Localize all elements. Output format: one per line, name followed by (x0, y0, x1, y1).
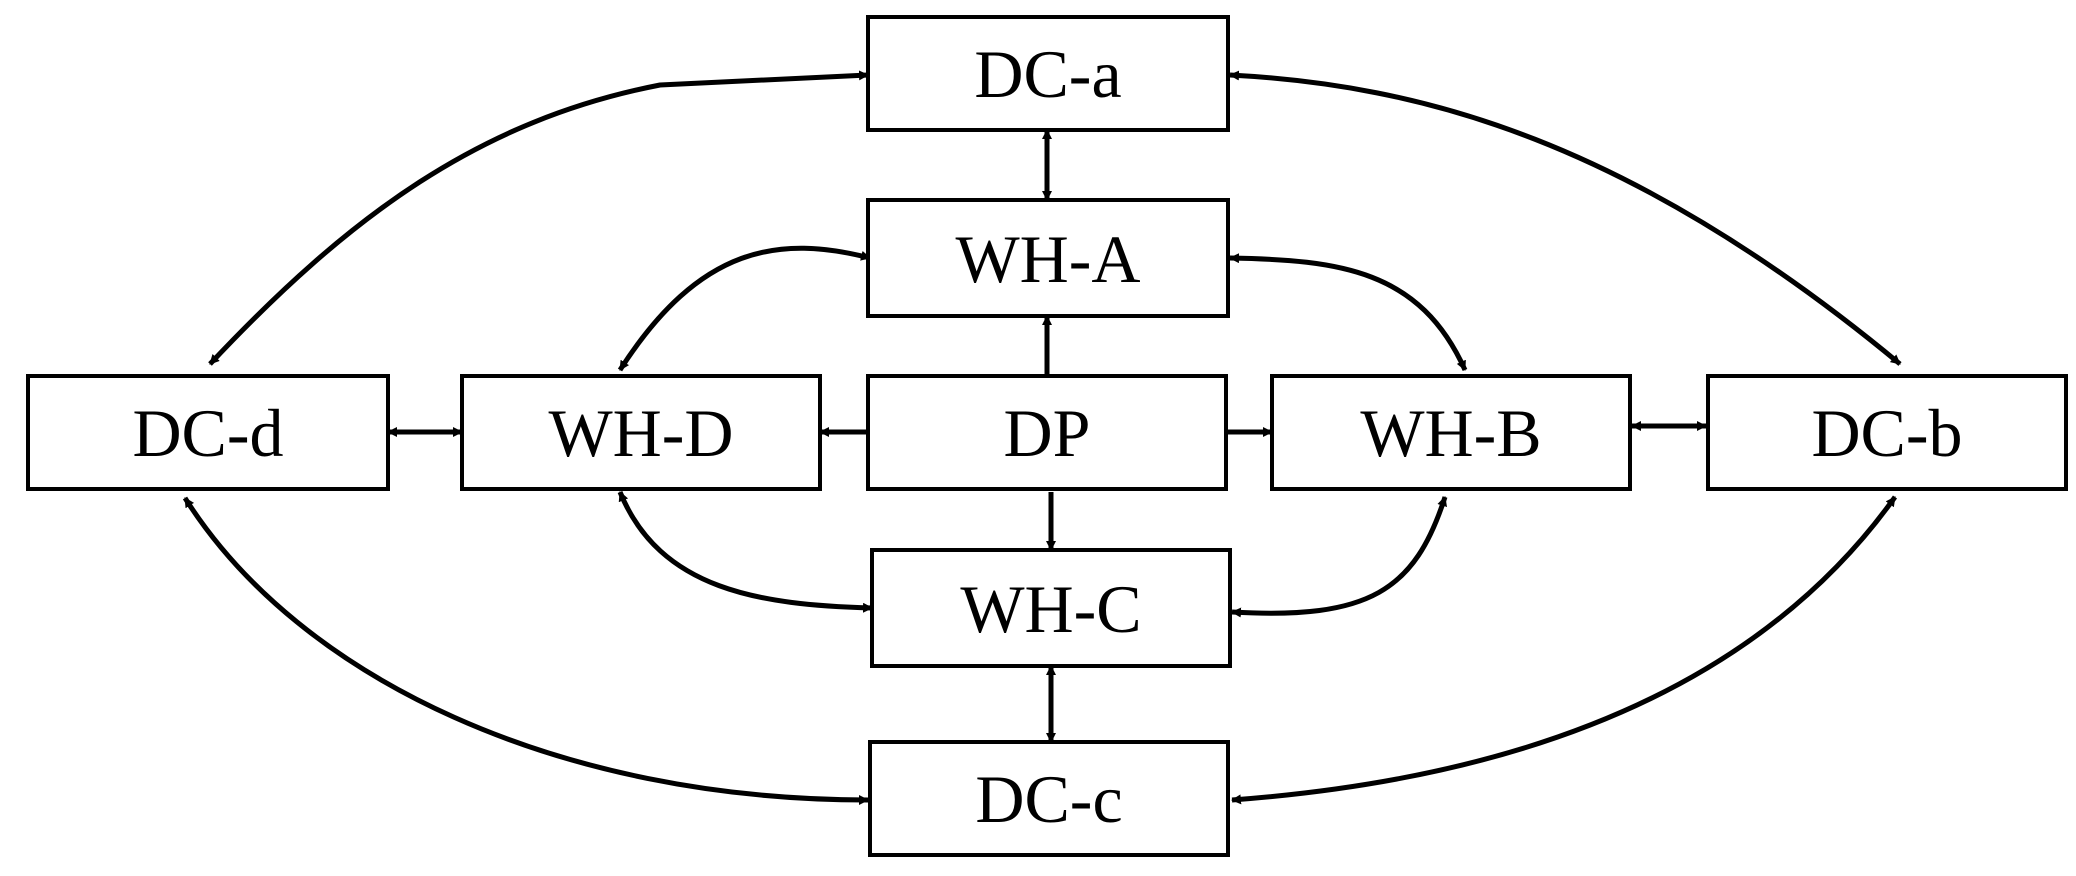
node-dc-d: DC-d (26, 374, 390, 491)
node-label-dc-a: DC-a (974, 36, 1121, 112)
edge-dc-d-dc-a (208, 70, 869, 366)
node-label-wh-b: WH-B (1360, 395, 1541, 471)
edges-layer (182, 70, 1902, 805)
node-label-dp: DP (1004, 395, 1091, 471)
node-dc-c: DC-c (868, 740, 1230, 857)
node-dp: DP (866, 374, 1228, 491)
edge-wh-b-wh-c (1231, 496, 1448, 618)
nodes-layer: DC-a WH-A DC-d WH-D DP WH-B DC-b WH-C (26, 15, 2068, 857)
node-wh-c: WH-C (870, 548, 1232, 668)
node-label-dc-b: DC-b (1811, 395, 1962, 471)
edge-wh-a-wh-b (1229, 253, 1468, 372)
edge-dc-b-dc-c (1231, 495, 1898, 805)
edge-dc-a-dc-b (1229, 70, 1902, 366)
edge-wh-d-wh-c (617, 491, 873, 613)
edge-dc-d-dc-c (182, 496, 869, 805)
node-wh-a: WH-A (866, 198, 1230, 318)
node-label-wh-a: WH-A (955, 221, 1140, 297)
node-wh-b: WH-B (1270, 374, 1632, 491)
node-label-wh-d: WH-D (548, 395, 733, 471)
node-dc-a: DC-a (866, 15, 1230, 132)
edge-wh-a-wh-d (617, 245, 871, 372)
node-label-dc-d: DC-d (132, 395, 283, 471)
node-label-dc-c: DC-c (975, 761, 1122, 837)
node-wh-d: WH-D (460, 374, 822, 491)
node-label-wh-c: WH-C (960, 571, 1141, 647)
node-dc-b: DC-b (1706, 374, 2068, 491)
